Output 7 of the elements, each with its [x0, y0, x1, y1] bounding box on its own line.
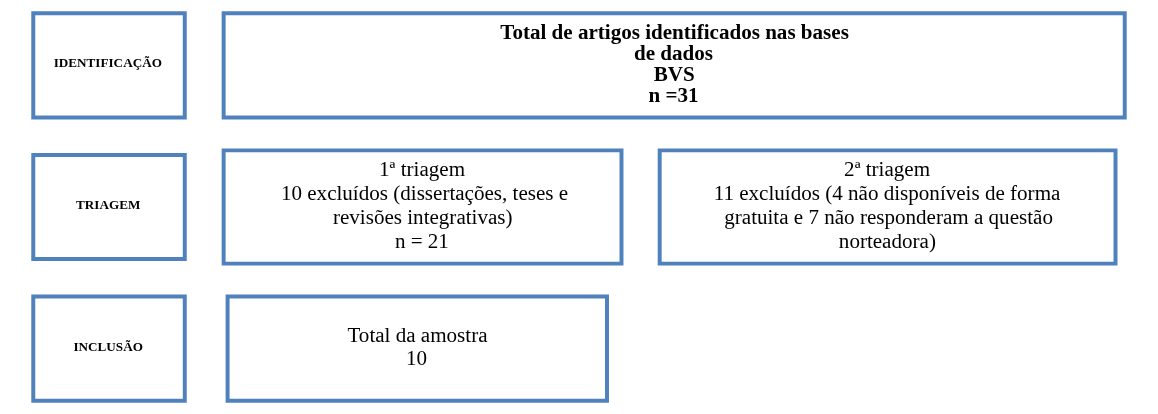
node-box: 2ª triagem 11 excluídos (4 não disponíveis de forma gratuita e 7 não responderam a questão norteadora): [657, 148, 1118, 266]
node-box: Total da amostra 10: [225, 294, 609, 403]
node-box: Total de artigos identificados nas bases de dados BVS n =31: [221, 11, 1127, 120]
node-box: INCLUSÃO: [31, 294, 187, 403]
node-box: IDENTIFICAÇÃO: [31, 11, 187, 120]
node-box: TRIAGEM: [31, 153, 187, 261]
node-box: 1ª triagem 10 excluídos (dissertações, teses e revisões integrativas) n = 21: [221, 148, 624, 266]
